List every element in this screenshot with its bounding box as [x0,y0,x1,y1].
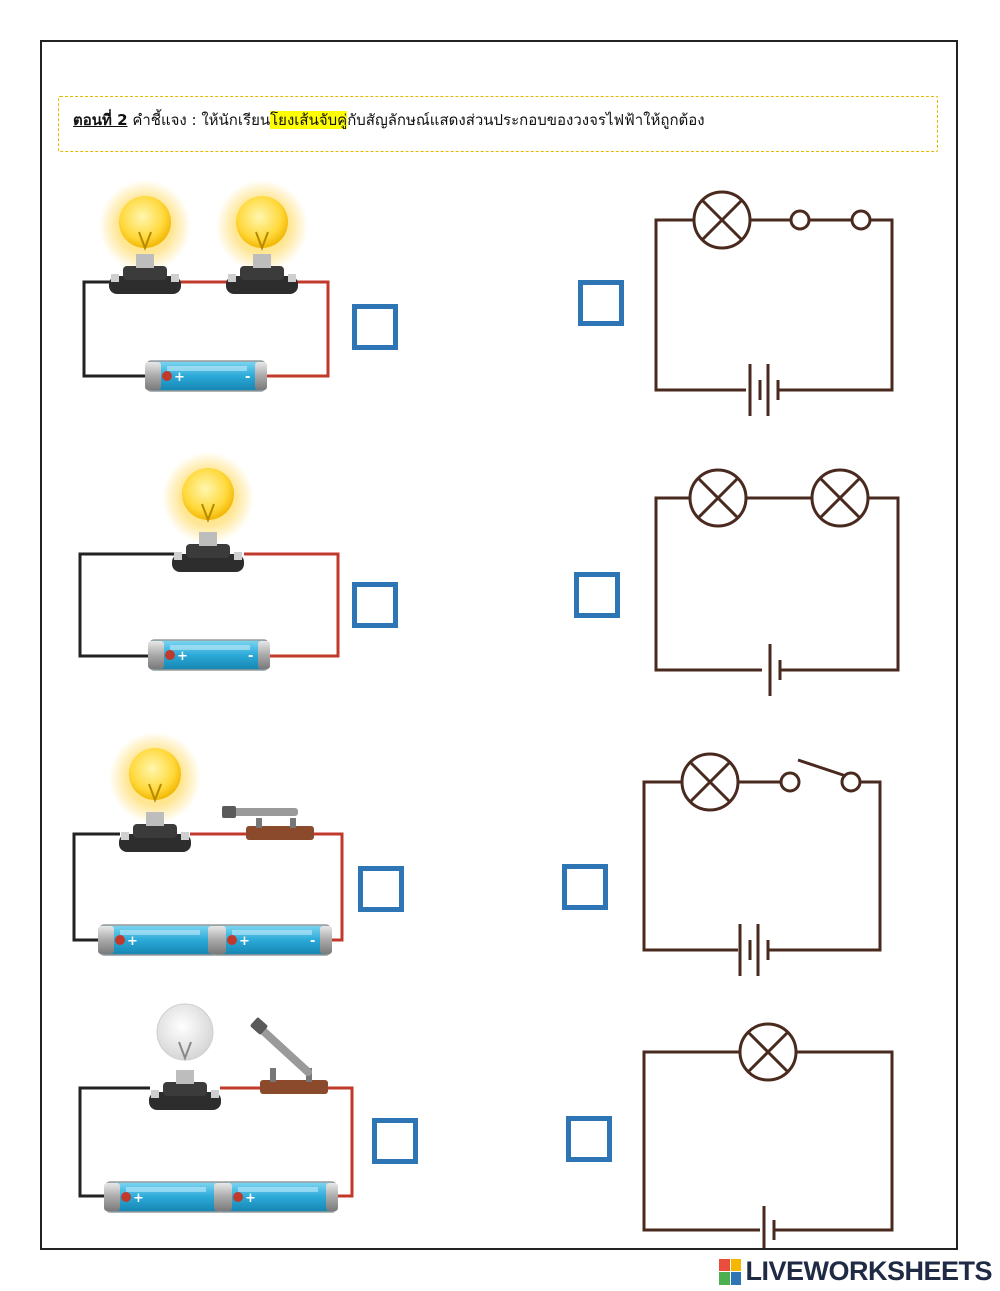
battery-plus-label: + [245,1191,256,1206]
lamp-symbol-icon [738,1022,798,1082]
logo-mark-icon [719,1258,742,1285]
battery-plus-label: + [127,934,138,949]
right-answer-box-2[interactable] [574,572,620,618]
left-circuit-3: + + - [72,732,344,956]
cell-symbol-icon [748,364,780,416]
switch-terminal-icon [850,209,872,231]
battery-minus-label: - [245,370,250,385]
lit-bulb-icon [109,732,201,852]
right-symbol-4 [642,1022,894,1248]
switch-terminal-icon [840,771,862,793]
cell-symbol-icon [738,924,770,976]
battery-plus-label: + [177,649,188,664]
left-circuit-4: + + [78,1003,354,1213]
liveworksheets-logo: LIVEWORKSHEETS [719,1256,992,1287]
instruction-after: กับสัญลักษณ์แสดงส่วนประกอบของวงจรไฟฟ้าให… [347,111,705,129]
battery-minus-label: - [310,934,315,949]
left-circuit-2: + - [78,452,340,671]
cell-symbol-icon [762,1206,776,1248]
lit-bulb-icon [162,452,254,572]
lamp-symbol-icon [680,752,740,812]
worksheet-frame [40,40,958,1250]
instruction-before: คำชี้แจง : ให้นักเรียน [127,111,271,129]
left-circuit-1: + - [82,180,330,392]
closed-switch-icon [222,806,314,840]
open-switch-icon [250,1017,328,1094]
right-symbol-3 [642,752,882,976]
battery-icon: + [103,1181,227,1213]
battery-icon: + - [144,360,268,392]
battery-icon: + - [209,924,333,956]
switch-lever-icon [797,758,847,778]
lamp-symbol-icon [810,468,870,528]
battery-plus-label: + [239,934,250,949]
logo-text: LIVEWORKSHEETS [745,1256,992,1286]
battery-icon: + [215,1181,339,1213]
battery-plus-label: + [174,370,185,385]
switch-terminal-icon [789,209,811,231]
battery-icon: + - [147,639,271,671]
battery-plus-label: + [133,1191,144,1206]
lit-bulb-icon [99,180,191,294]
battery-minus-label: - [248,649,253,664]
left-answer-box-1[interactable] [352,304,398,350]
switch-terminal-icon [779,771,801,793]
left-answer-box-3[interactable] [358,866,404,912]
lamp-symbol-icon [688,468,748,528]
instruction-box: ตอนที่ 2 คำชี้แจง : ให้นักเรียนโยงเส้นจั… [58,96,938,152]
right-answer-box-3[interactable] [562,864,608,910]
right-symbol-1 [654,190,894,416]
instruction-text: ตอนที่ 2 คำชี้แจง : ให้นักเรียนโยงเส้นจั… [73,108,705,132]
battery-icon: + [97,924,221,956]
lamp-symbol-icon [692,190,752,250]
instruction-highlight: โยงเส้นจับคู่ [270,111,348,129]
right-answer-box-1[interactable] [578,280,624,326]
right-answer-box-4[interactable] [566,1116,612,1162]
lit-bulb-icon [216,180,308,294]
part-label: ตอนที่ 2 [73,111,128,129]
left-answer-box-2[interactable] [352,582,398,628]
left-answer-box-4[interactable] [372,1118,418,1164]
right-symbol-2 [654,468,900,696]
cell-symbol-icon [768,644,782,696]
unlit-bulb-icon [149,1003,221,1110]
